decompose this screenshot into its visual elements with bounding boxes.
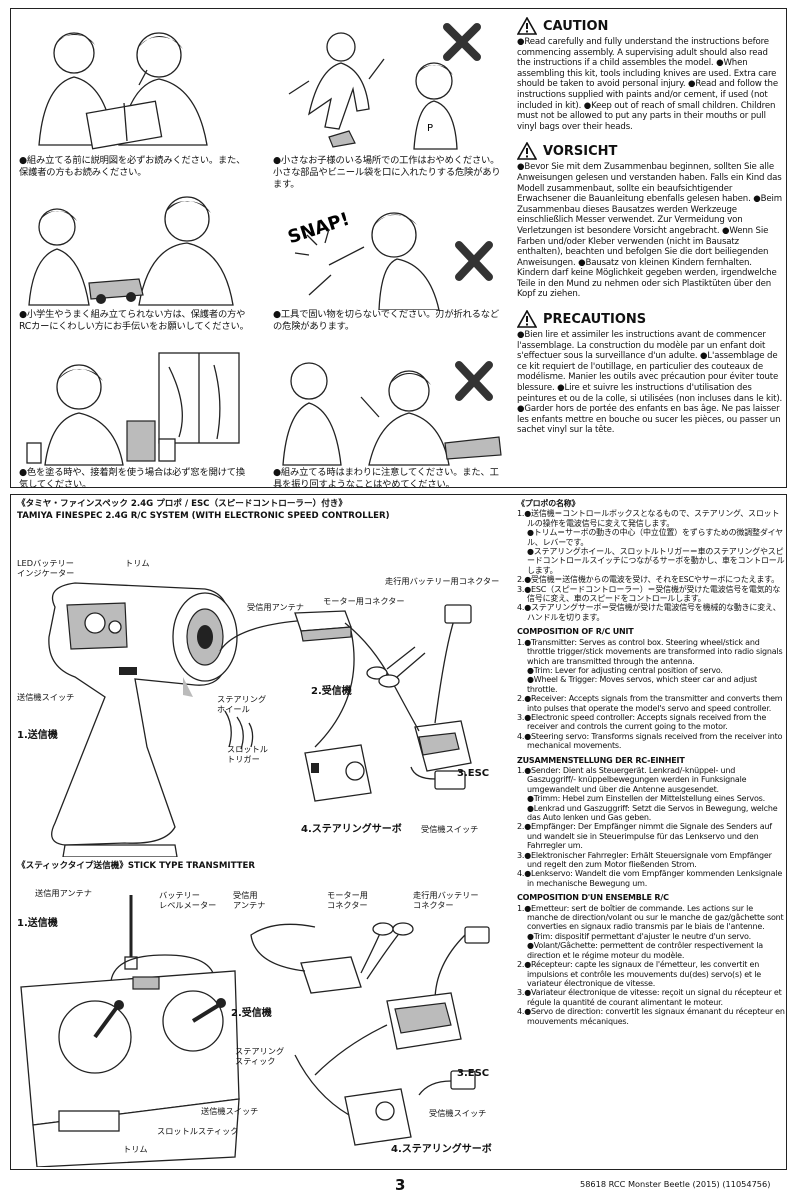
rc-system-section: 《タミヤ・ファインスペック 2.4G プロポ / ESC（スピードコントローラー… xyxy=(10,494,787,1170)
safety-note-1: ●組み立てる前に説明図を必ずお読みください。また、保護者の方もお読みください。 xyxy=(19,155,246,178)
composition-de-item: ●Lenkrad und Gaszuggriff: Setzt die Serv… xyxy=(527,803,778,822)
label-throttle-trigger: スロットル トリガー xyxy=(227,744,268,764)
composition-en-title: COMPOSITION OF R/C UNIT xyxy=(517,627,634,637)
composition-de-item: 1.●Sender: Dient als Steuergerät. Lenkra… xyxy=(517,765,747,794)
composition-de-item: 2.●Empfänger: Der Empfänger nimmt die Si… xyxy=(517,822,772,851)
composition-en-item: 4.●Steering servo: Transforms signals re… xyxy=(517,731,783,751)
safety-section: ●組み立てる前に説明図を必ずお読みください。また、保護者の方もお読みください。 … xyxy=(10,8,787,490)
footer-product-info: 58618 RCC Monster Beetle (2015) (1105475… xyxy=(580,1179,771,1189)
propo-item: 1.●送信機＝コントロールボックスとなるもので、ステアリング、スロットルの操作を… xyxy=(517,509,780,528)
snap-text: SNAP! xyxy=(285,209,352,249)
precautions-text: ●Bien lire et assimiler les instructions… xyxy=(517,330,783,436)
illustration-reading-manual xyxy=(19,15,249,155)
propo-item: 3.●ESC（スピードコントローラー）＝受信機が受けた電波信号を電気的な信号に変… xyxy=(517,584,781,604)
instruction-page: ●組み立てる前に説明図を必ずお読みください。また、保護者の方もお読みください。 … xyxy=(10,8,787,1194)
illustration-small-children: P xyxy=(269,19,505,154)
composition-fr-item: 4.●Servo de direction: convertit les sig… xyxy=(517,1007,785,1026)
page-number: 3 xyxy=(395,1176,406,1194)
warning-triangle-icon xyxy=(517,310,537,328)
composition-en-item: 1.●Transmitter: Serves as control box. S… xyxy=(517,637,783,666)
label-motor-connector-2: モーター用 コネクター xyxy=(327,890,368,910)
label-rx-antenna: 受信用 アンテナ xyxy=(233,890,266,910)
composition-de-item: ●Trimm: Hebel zum Einstellen der Mittels… xyxy=(527,794,765,804)
propo-title: 《プロポの名称》 xyxy=(517,499,580,508)
label-antenna: 受信用アンテナ xyxy=(247,602,304,612)
precautions-heading: PRECAUTIONS xyxy=(517,310,783,328)
caution-title: CAUTION xyxy=(543,18,609,34)
label-steering-servo-2: 4.ステアリングサーボ xyxy=(391,1144,492,1155)
label-trim-2: トリム xyxy=(123,1144,148,1154)
label-motor-connector: モーター用コネクター xyxy=(323,596,405,606)
composition-fr-item: 3.●Variateur électronique de vitesse: re… xyxy=(517,988,782,1007)
propo-item: ●トリム＝サーボの動きの中心（中立位置）をずらすための微調整ダイヤル、レバーです… xyxy=(527,528,783,547)
propo-item: 2.●受信機＝送信機からの電波を受け、それをESCやサーボにつたえます。 xyxy=(517,575,779,585)
system1-title-jp: 《タミヤ・ファインスペック 2.4G プロポ / ESC（スピードコントローラー… xyxy=(17,499,347,509)
composition-en-item: ●Wheel & Trigger: Moves servos, which st… xyxy=(527,675,757,694)
label-receiver: 2.受信機 xyxy=(311,686,352,697)
composition-fr-item: ●Trim: dispositif permettant d'ajuster l… xyxy=(527,931,751,941)
diagram-finespec-system xyxy=(15,527,511,858)
label-battery-meter: バッテリー レベルメーター xyxy=(159,890,217,910)
label-tx-antenna: 送信用アンテナ xyxy=(35,888,92,898)
label-esc: 3.ESC xyxy=(457,768,490,779)
label-receiver-switch: 受信機スイッチ xyxy=(421,824,479,834)
label-trim: トリム xyxy=(125,558,150,568)
warning-column: CAUTION ●Read carefully and fully unders… xyxy=(517,13,783,436)
vorsicht-title: VORSICHT xyxy=(543,143,618,159)
composition-fr-item: ●Volant/Gâchette: permettent de contrôle… xyxy=(527,941,763,960)
composition-en-item: 2.●Receiver: Accepts signals from the tr… xyxy=(517,694,783,713)
illustration-adult-helping xyxy=(19,187,249,307)
precautions-title: PRECAUTIONS xyxy=(543,311,647,327)
vorsicht-text: ●Bevor Sie mit dem Zusammenbau beginnen,… xyxy=(517,162,782,300)
label-transmitter-switch: 送信機スイッチ xyxy=(17,692,75,702)
label-transmitter-2: 1.送信機 xyxy=(17,918,58,929)
label-steering-wheel: ステアリング ホイール xyxy=(217,694,267,714)
label-battery-connector-2: 走行用バッテリー コネクター xyxy=(413,890,479,910)
composition-en-item: ●Trim: Lever for adjusting central posit… xyxy=(527,665,723,675)
label-esc-2: 3.ESC xyxy=(457,1068,490,1079)
rc-unit-descriptions: 《プロポの名称》 1.●送信機＝コントロールボックスとなるもので、ステアリング、… xyxy=(517,499,785,1026)
label-steering-stick: ステアリング スティック xyxy=(235,1046,285,1066)
svg-text:P: P xyxy=(427,123,433,134)
composition-fr-item: 1.●Emetteur: sert de boîtier de commande… xyxy=(517,903,784,932)
composition-de-item: 4.●Lenkservo: Wandelt die vom Empfänger … xyxy=(517,869,783,888)
propo-item: 4.●ステアリングサーボ＝受信機が受けた電波信号を機械的な動きに変え、ハンドルを… xyxy=(517,603,781,622)
system2-title: 《スティックタイプ送信機》STICK TYPE TRANSMITTER xyxy=(17,861,255,871)
label-transmitter: 1.送信機 xyxy=(17,730,58,741)
illustration-ventilation xyxy=(19,347,249,467)
label-rx-switch-2: 受信機スイッチ xyxy=(429,1108,487,1118)
vorsicht-heading: VORSICHT xyxy=(517,142,783,161)
label-throttle-stick: スロットルスティック xyxy=(157,1126,239,1136)
caution-text: ●Read carefully and fully understand the… xyxy=(517,37,778,132)
composition-de-item: 3.●Elektronischer Fahrregler: Erhält Ste… xyxy=(517,850,772,870)
illustration-cutting-hazard: SNAP! xyxy=(269,185,505,311)
illustration-tools-swinging xyxy=(269,347,505,467)
composition-fr-title: COMPOSITION D'UN ENSEMBLE R/C xyxy=(517,893,669,903)
diagram-stick-system xyxy=(15,875,511,1168)
label-battery-connector: 走行用バッテリー用コネクター xyxy=(385,576,500,586)
propo-item: ●ステアリングホイール、スロットルトリガー＝車のステアリングやスピードコントロー… xyxy=(527,547,785,575)
label-led-indicator: LEDバッテリー インジケーター xyxy=(17,558,75,578)
label-tx-switch-2: 送信機スイッチ xyxy=(201,1106,259,1116)
safety-note-5: ●色を塗る時や、接着剤を使う場合は必ず窓を開けて換気してください。 xyxy=(19,467,245,490)
system1-title-en: TAMIYA FINESPEC 2.4G R/C SYSTEM (WITH EL… xyxy=(17,511,390,521)
safety-note-6: ●組み立てる時はまわりに注意してください。また、工具を振り回すようなことはやめて… xyxy=(273,467,499,490)
caution-heading: CAUTION xyxy=(517,17,783,35)
safety-note-2: ●小さなお子様のいる場所での工作はおやめください。小さな部品やビニール袋を口に入… xyxy=(273,155,501,190)
composition-en-item: 3.●Electronic speed controller: Accepts … xyxy=(517,712,767,732)
label-steering-servo: 4.ステアリングサーボ xyxy=(301,824,402,835)
composition-fr-item: 2.●Récepteur: capte les signaux de l'éme… xyxy=(517,960,761,988)
composition-de-title: ZUSAMMENSTELLUNG DER RC-EINHEIT xyxy=(517,755,685,765)
safety-note-4: ●工具で固い物を切らないでください。刃が折れるなどの危険があります。 xyxy=(273,309,499,332)
warning-triangle-icon xyxy=(517,17,537,35)
safety-note-3: ●小学生やうまく組み立てられない方は、保護者の方やRCカーにくわしい方にお手伝い… xyxy=(19,309,249,332)
warning-triangle-icon xyxy=(517,142,537,161)
label-receiver-2: 2.受信機 xyxy=(231,1008,272,1019)
